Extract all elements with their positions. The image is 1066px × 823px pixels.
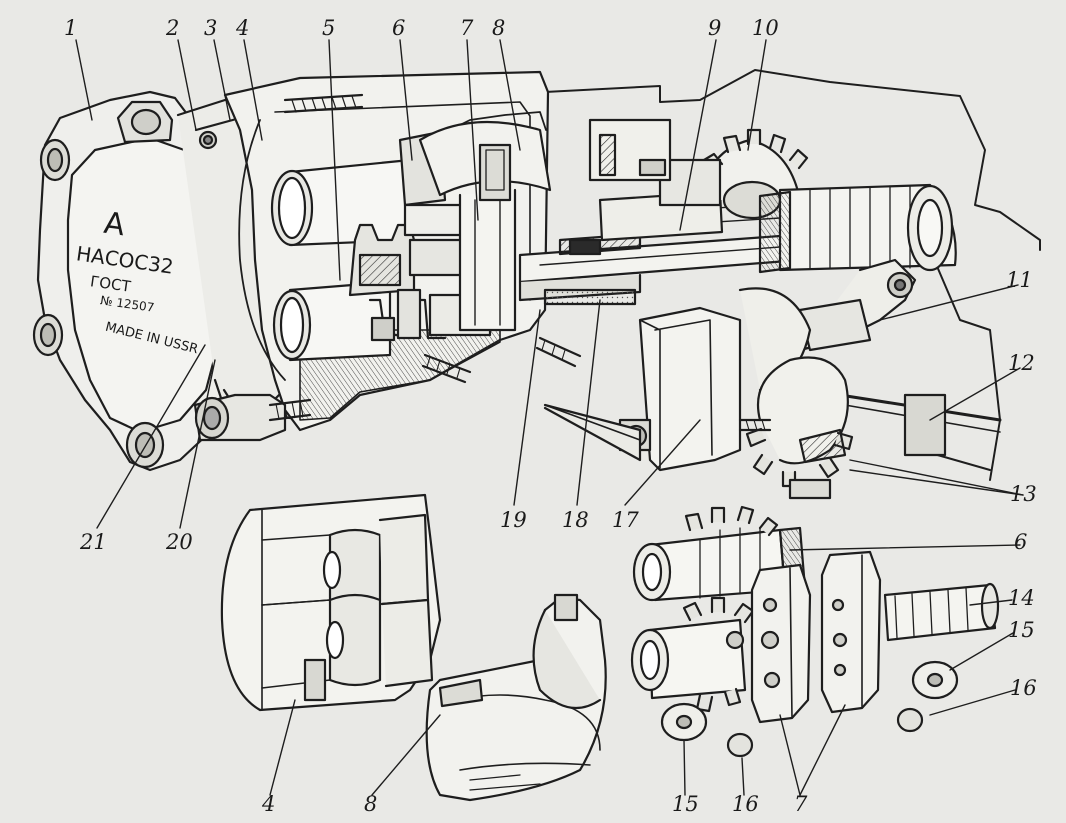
callout-11: 11 — [1006, 268, 1033, 292]
bushings — [398, 111, 552, 337]
callout-2: 2 — [166, 16, 180, 40]
callout-16: 16 — [1010, 676, 1037, 700]
mount-block — [543, 306, 772, 472]
callout-13: 13 — [1010, 482, 1037, 506]
bottom-gear — [745, 356, 854, 500]
leader-lines — [75, 39, 1024, 796]
callout-4-exploded: 4 — [262, 792, 276, 816]
callout-3: 3 — [204, 16, 218, 40]
gear-shafts — [270, 158, 447, 362]
callout-19: 19 — [500, 508, 527, 532]
callout-5: 5 — [322, 16, 336, 40]
callout-4: 4 — [236, 16, 250, 40]
nameplate-logo: А — [101, 205, 127, 244]
callout-14: 14 — [1008, 586, 1035, 610]
exploded-plates — [750, 550, 882, 724]
exploded-body — [220, 493, 442, 712]
bottom-bolts — [193, 393, 312, 442]
callout-8: 8 — [492, 16, 506, 40]
callout-9: 9 — [708, 16, 722, 40]
callout-21: 21 — [80, 530, 107, 554]
callout-6-exploded: 6 — [1014, 530, 1028, 554]
callout-10: 10 — [752, 16, 779, 40]
screw-lower — [421, 336, 582, 384]
callout-20: 20 — [166, 530, 193, 554]
callout-7-exploded: 7 — [794, 792, 808, 816]
transmission-housing — [544, 69, 1041, 481]
callout-12: 12 — [1008, 351, 1035, 375]
callout-15: 15 — [1008, 618, 1035, 642]
front-cover — [32, 90, 232, 472]
spline-shaft-gear — [758, 183, 957, 274]
screw-top — [283, 93, 364, 114]
callout-8-exploded: 8 — [364, 792, 378, 816]
callout-18: 18 — [562, 508, 589, 532]
exploded-spline-shaft — [883, 582, 1000, 642]
callout-1: 1 — [64, 16, 78, 40]
callout-16-exploded: 16 — [732, 792, 759, 816]
callout-7: 7 — [460, 16, 474, 40]
callout-17: 17 — [612, 508, 639, 532]
exploded-bearing — [425, 593, 607, 802]
exploded-gears — [630, 505, 807, 713]
callout-15-exploded: 15 — [672, 792, 699, 816]
callout-6: 6 — [392, 16, 406, 40]
